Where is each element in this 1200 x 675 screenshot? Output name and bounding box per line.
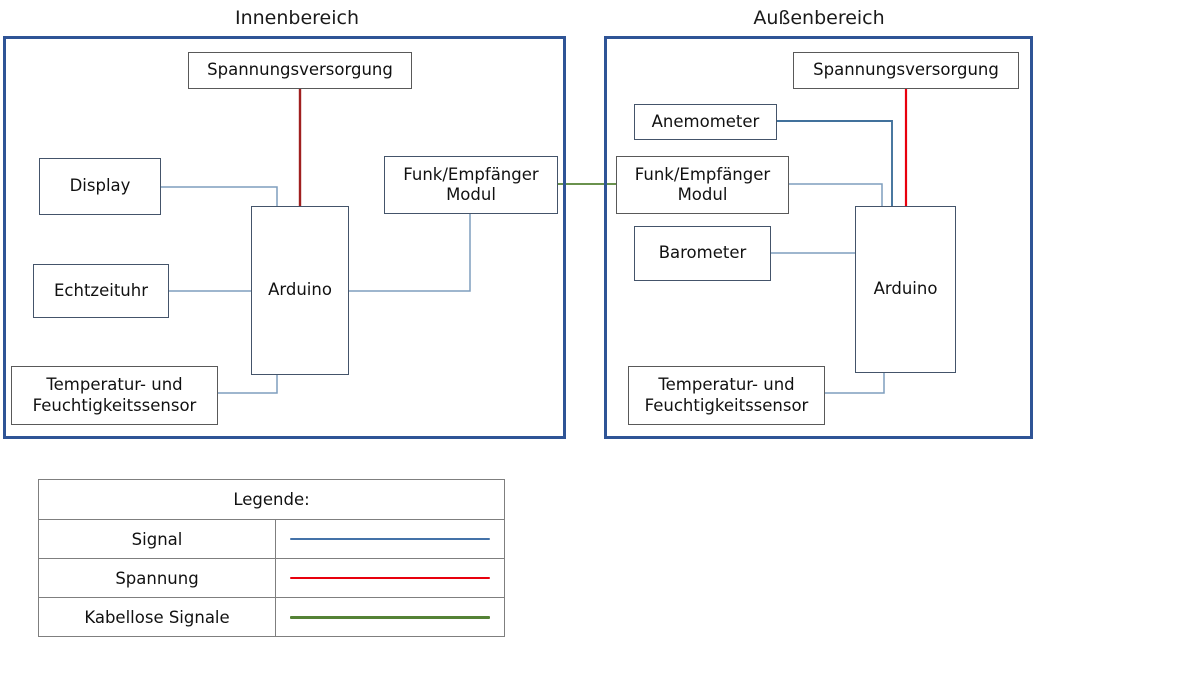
node-outer-temp-humidity-sensor-line1: Temperatur- und: [658, 375, 795, 395]
node-inner-temp-humidity-sensor[interactable]: Temperatur- und Feuchtigkeitssensor: [11, 366, 218, 425]
wireless-line-sample: [290, 616, 490, 619]
legend-row-spannung: Spannung: [39, 559, 504, 598]
inner-connections: [160, 88, 471, 394]
legend-label-spannung: Spannung: [39, 559, 276, 597]
line-outer-anemometer-to-arduino: [776, 120, 893, 207]
legend-header-row: Legende:: [39, 480, 504, 520]
node-inner-radio-module[interactable]: Funk/Empfänger Modul: [384, 156, 558, 214]
signal-line-sample: [290, 537, 490, 541]
legend-table: Legende: Signal Spannung Kabellose Signa…: [38, 479, 505, 637]
line-inner-display-to-arduino: [160, 186, 278, 207]
legend-swatch-spannung: [276, 559, 504, 597]
legend-label-signal: Signal: [39, 520, 276, 558]
node-inner-temp-humidity-sensor-line2: Feuchtigkeitssensor: [32, 395, 197, 415]
node-inner-temp-humidity-sensor-line1: Temperatur- und: [46, 375, 183, 395]
line-inner-arduino-to-radio: [348, 213, 471, 292]
node-inner-radio-module-line1: Funk/Empfänger: [403, 164, 539, 184]
region-aussenbereich: [604, 36, 1033, 439]
legend-swatch-kabellose-signale: [276, 598, 504, 637]
legend-row-kabellose-signale: Kabellose Signale: [39, 598, 504, 637]
node-outer-power-supply[interactable]: Spannungsversorgung: [793, 52, 1019, 89]
line-outer-temp-to-arduino: [824, 372, 885, 394]
legend-title: Legende:: [233, 490, 310, 509]
node-outer-radio-module[interactable]: Funk/Empfänger Modul: [616, 156, 789, 214]
area-title-aussenbereich: Außenbereich: [753, 7, 885, 29]
node-outer-temp-humidity-sensor[interactable]: Temperatur- und Feuchtigkeitssensor: [628, 366, 825, 425]
node-outer-temp-humidity-sensor-line2: Feuchtigkeitssensor: [644, 395, 809, 415]
node-outer-arduino[interactable]: Arduino: [855, 206, 956, 373]
legend-label-kabellose-signale: Kabellose Signale: [39, 598, 276, 637]
node-outer-radio-module-line1: Funk/Empfänger: [634, 164, 771, 184]
legend-swatch-signal: [276, 520, 504, 558]
node-outer-radio-module-line2: Modul: [677, 185, 728, 204]
node-outer-anemometer[interactable]: Anemometer: [634, 104, 777, 140]
region-innenbereich: [3, 36, 566, 439]
node-outer-barometer[interactable]: Barometer: [634, 226, 771, 281]
node-inner-arduino[interactable]: Arduino: [251, 206, 349, 375]
area-title-innenbereich: Innenbereich: [234, 7, 360, 29]
node-inner-display[interactable]: Display: [39, 158, 161, 215]
legend-row-signal: Signal: [39, 520, 504, 559]
line-inner-temp-to-arduino: [217, 375, 278, 394]
power-line-sample: [290, 576, 490, 580]
outer-connections: [770, 88, 908, 394]
node-inner-radio-module-line2: Modul: [446, 185, 496, 204]
node-inner-power-supply[interactable]: Spannungsversorgung: [188, 52, 412, 89]
node-inner-rtc[interactable]: Echtzeituhr: [33, 264, 169, 318]
line-outer-radio-to-arduino: [788, 183, 883, 207]
